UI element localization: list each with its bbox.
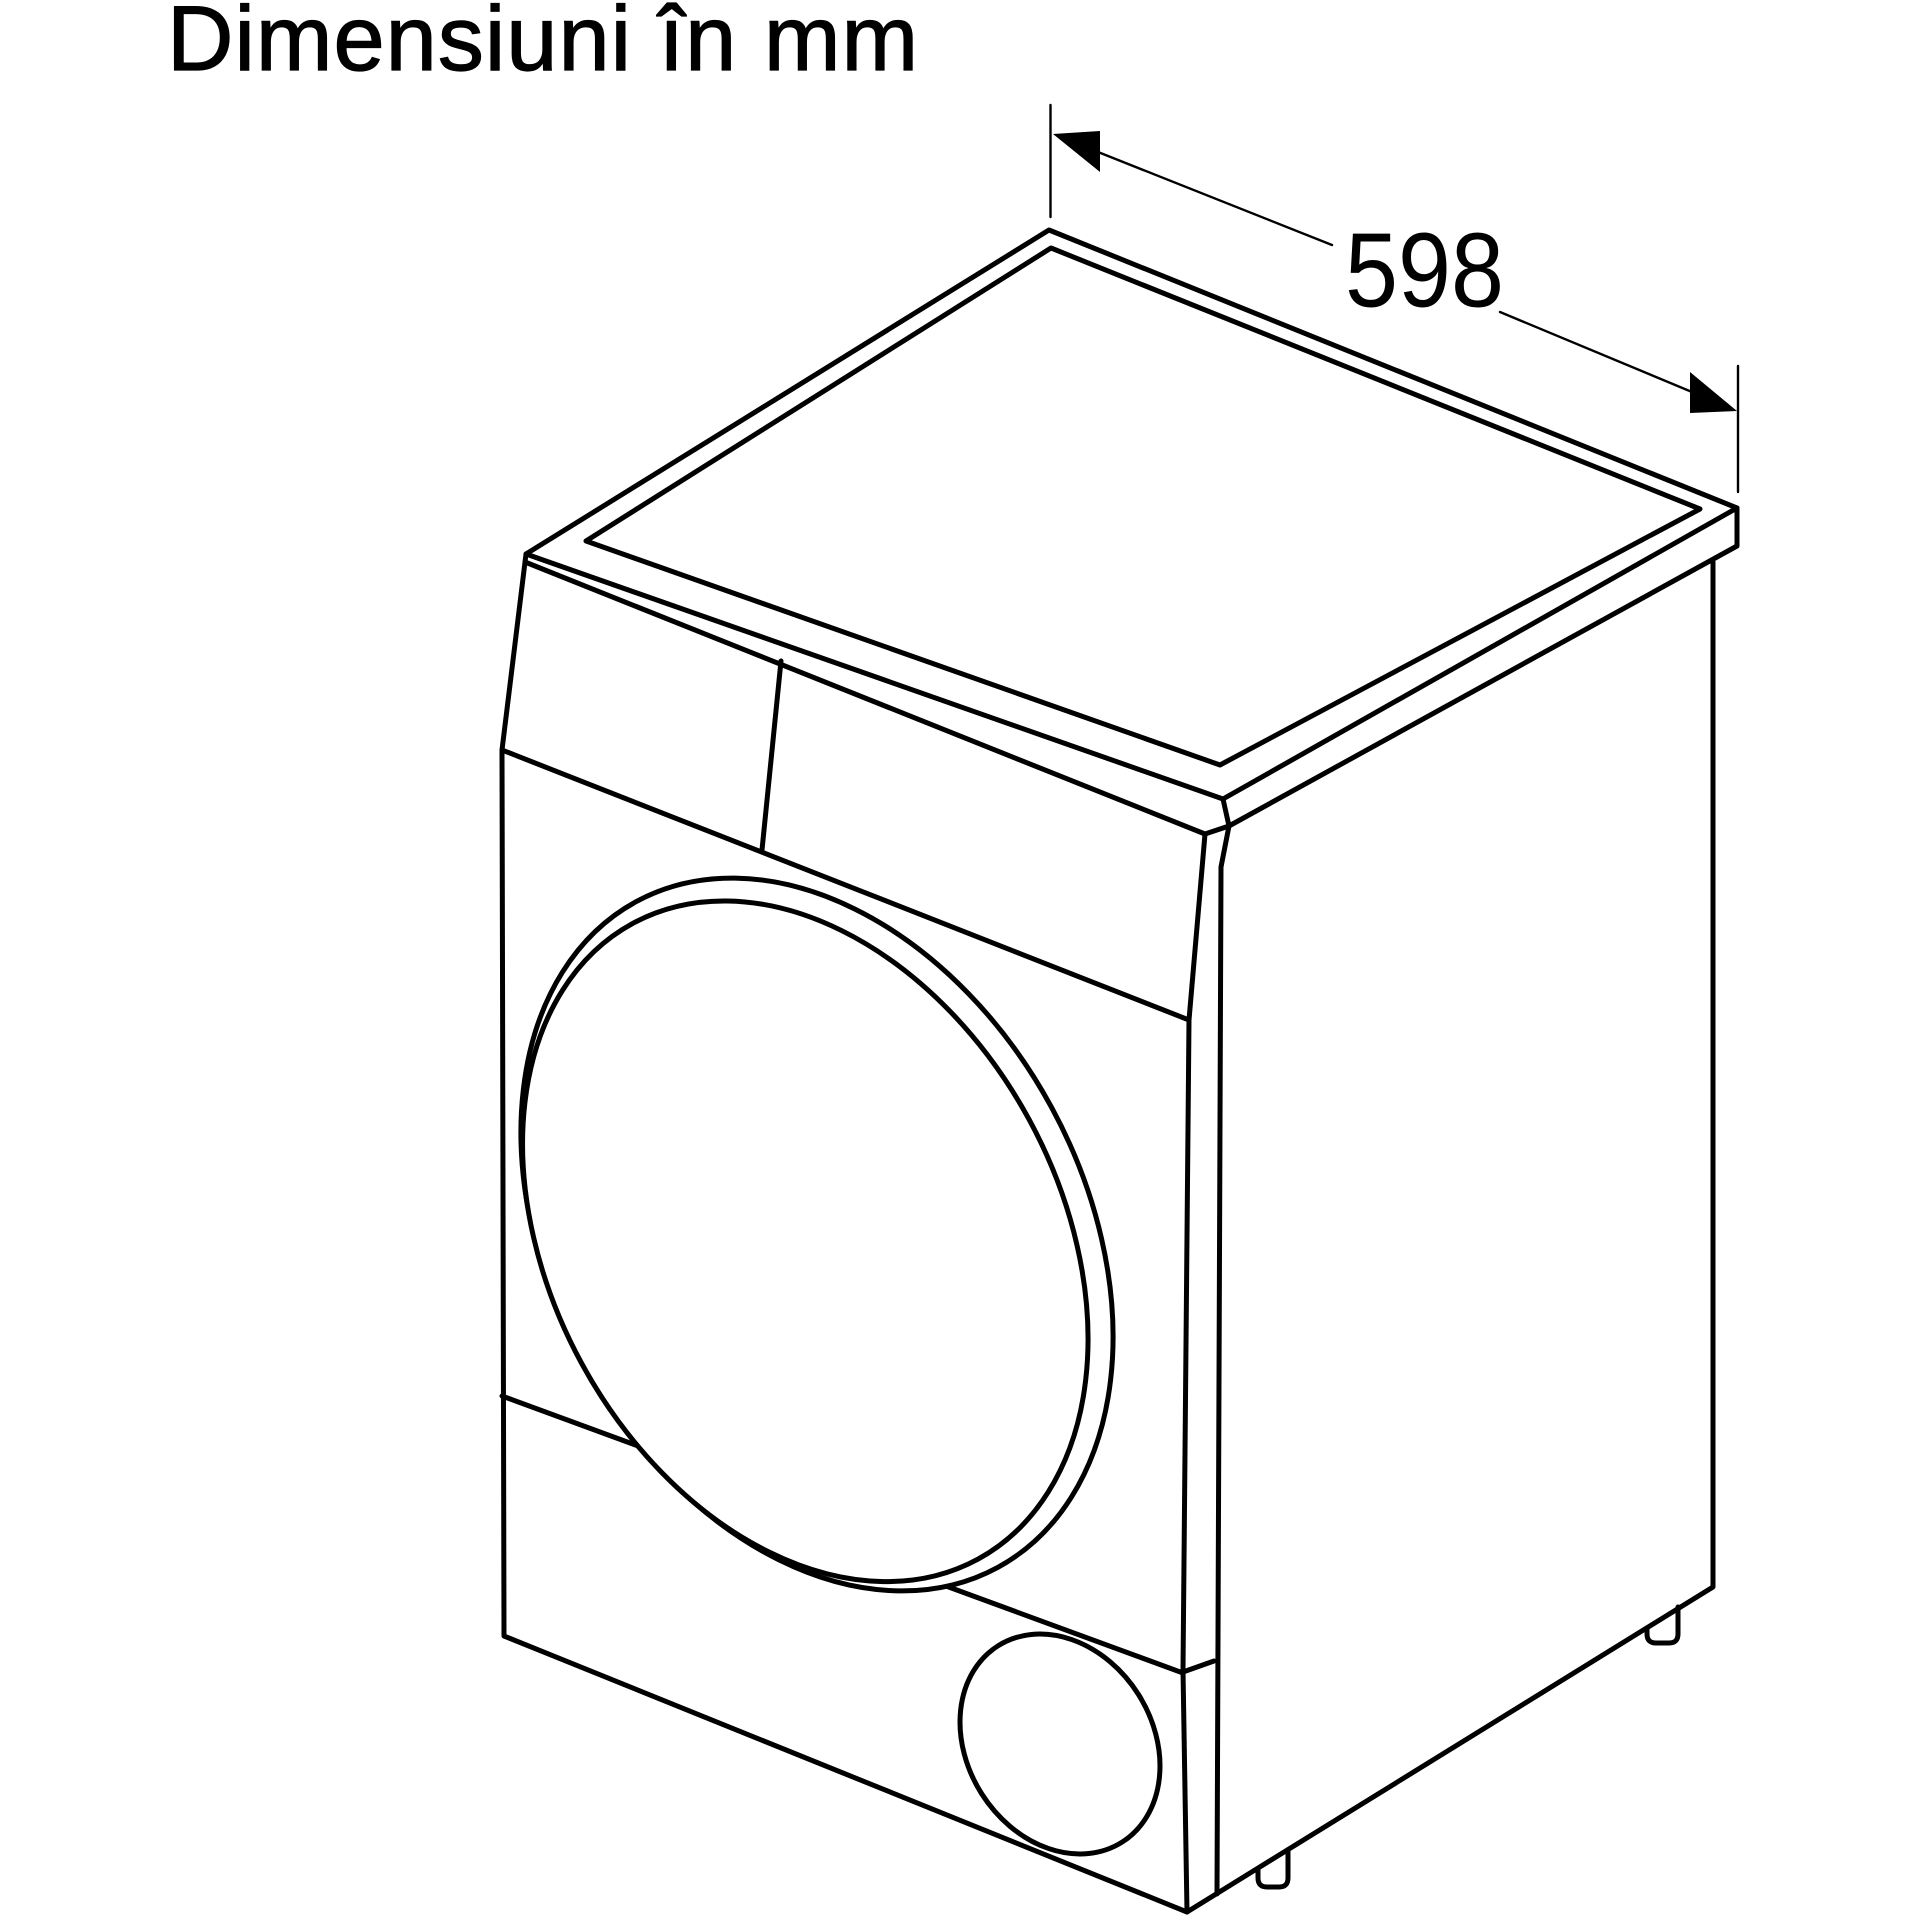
svg-text:Dimensiuni în mm: Dimensiuni în mm bbox=[167, 0, 919, 90]
svg-text:598: 598 bbox=[1345, 212, 1504, 330]
